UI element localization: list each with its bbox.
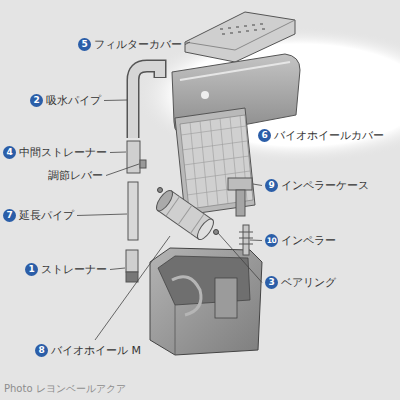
leader-line [185,42,190,45]
extension-pipe [128,182,138,240]
part-name: 中間ストレーナー [19,145,107,160]
callout-number: 8 [35,344,48,357]
intake-pipe [133,66,160,138]
callout: 9インペラーケース [265,178,369,193]
callout: 6バイオホイールカバー [258,128,384,143]
leader-line [250,240,262,242]
part-name: フィルターカバー [94,37,182,52]
impeller [243,225,249,255]
leader-line [253,184,262,186]
callout-number: 3 [265,276,278,289]
bearing [158,188,163,193]
callout: 7延長パイプ [3,208,74,223]
callout: 8バイオホイール M [35,343,141,358]
filter-cartridge [175,108,255,215]
callout-number: 6 [258,129,271,142]
part-name: 吸水パイプ [46,93,101,108]
part-name: バイオホイール M [51,343,141,358]
part-name: 延長パイプ [19,208,74,223]
leader-line [106,164,139,176]
middle-strainer [127,141,140,173]
bearing [214,230,219,235]
callout: 3ベアリング [265,275,336,290]
leader-line [110,152,126,154]
part-name: 調節レバー [48,168,103,183]
strainer [126,250,138,272]
callout: 10インペラー [265,233,336,248]
watermark: Photo レヨンベールアクア [4,382,126,396]
callout: 4中間ストレーナー [3,145,107,160]
callout-number: 7 [3,209,16,222]
callout-number: 2 [30,94,43,107]
leader-line [110,268,125,270]
callout: 1ストレーナー [25,262,107,277]
callout-number: 1 [25,263,38,276]
part-name: インペラー [281,233,336,248]
part-name: インペラーケース [281,178,369,193]
biowheel [154,188,217,242]
filter-cover [185,12,295,62]
callout-number: 5 [78,38,91,51]
callout: 5フィルターカバー [78,37,182,52]
impeller-case [228,178,252,190]
leader-line [77,214,127,216]
part-name: バイオホイールカバー [274,128,384,143]
callout-number: 9 [265,179,278,192]
leader-line [218,233,262,283]
part-name: ベアリング [281,275,336,290]
leader-line [95,236,170,340]
leader-line [104,100,127,102]
callout: 2吸水パイプ [30,93,101,108]
part-name: ストレーナー [41,262,107,277]
callout-number: 10 [265,234,278,247]
callout-number: 4 [3,146,16,159]
